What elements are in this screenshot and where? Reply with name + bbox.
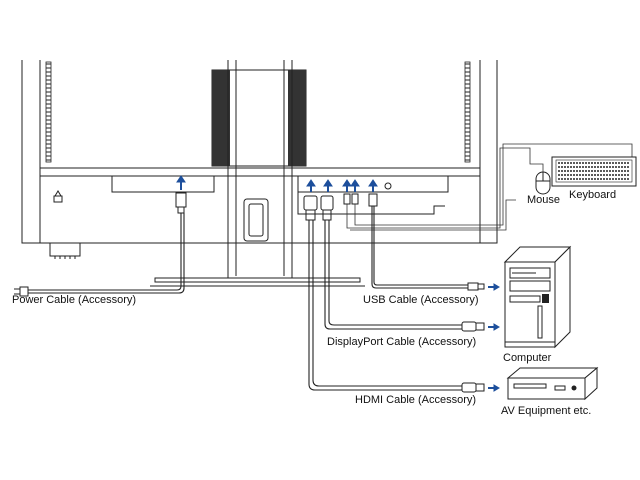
hdmi-cable — [303, 195, 500, 393]
left-vent — [45, 61, 52, 163]
power-cable — [14, 192, 187, 297]
usb-port-arrow-2 — [350, 179, 360, 192]
computer-label: Computer — [503, 352, 552, 364]
usb-cable-label: USB Cable (Accessory) — [363, 294, 479, 306]
power-port-arrow — [176, 175, 186, 190]
hdmi-port-arrow — [306, 179, 316, 192]
power-cable-label: Power Cable (Accessory) — [12, 294, 136, 306]
keyboard-icon — [551, 156, 637, 187]
right-vent — [464, 61, 471, 163]
port-arrows — [176, 175, 378, 192]
mouse-icon — [529, 160, 551, 195]
hdmi-cable-label: HDMI Cable (Accessory) — [355, 394, 476, 406]
computer-icon — [503, 245, 572, 349]
usb-port-arrow-1 — [342, 179, 352, 192]
displayport-cable-label: DisplayPort Cable (Accessory) — [327, 336, 476, 348]
mouse-label: Mouse — [527, 194, 560, 206]
usb-cable — [368, 193, 500, 291]
usb-peripheral-cables — [343, 143, 633, 231]
displayport-arrow — [323, 179, 333, 192]
keyboard-label: Keyboard — [569, 189, 616, 201]
av-equipment-label: AV Equipment etc. — [501, 405, 591, 417]
displayport-cable — [320, 195, 500, 332]
usb-upstream-arrow — [368, 179, 378, 192]
av-equipment-icon — [506, 366, 599, 401]
monitor-rear — [21, 60, 498, 287]
